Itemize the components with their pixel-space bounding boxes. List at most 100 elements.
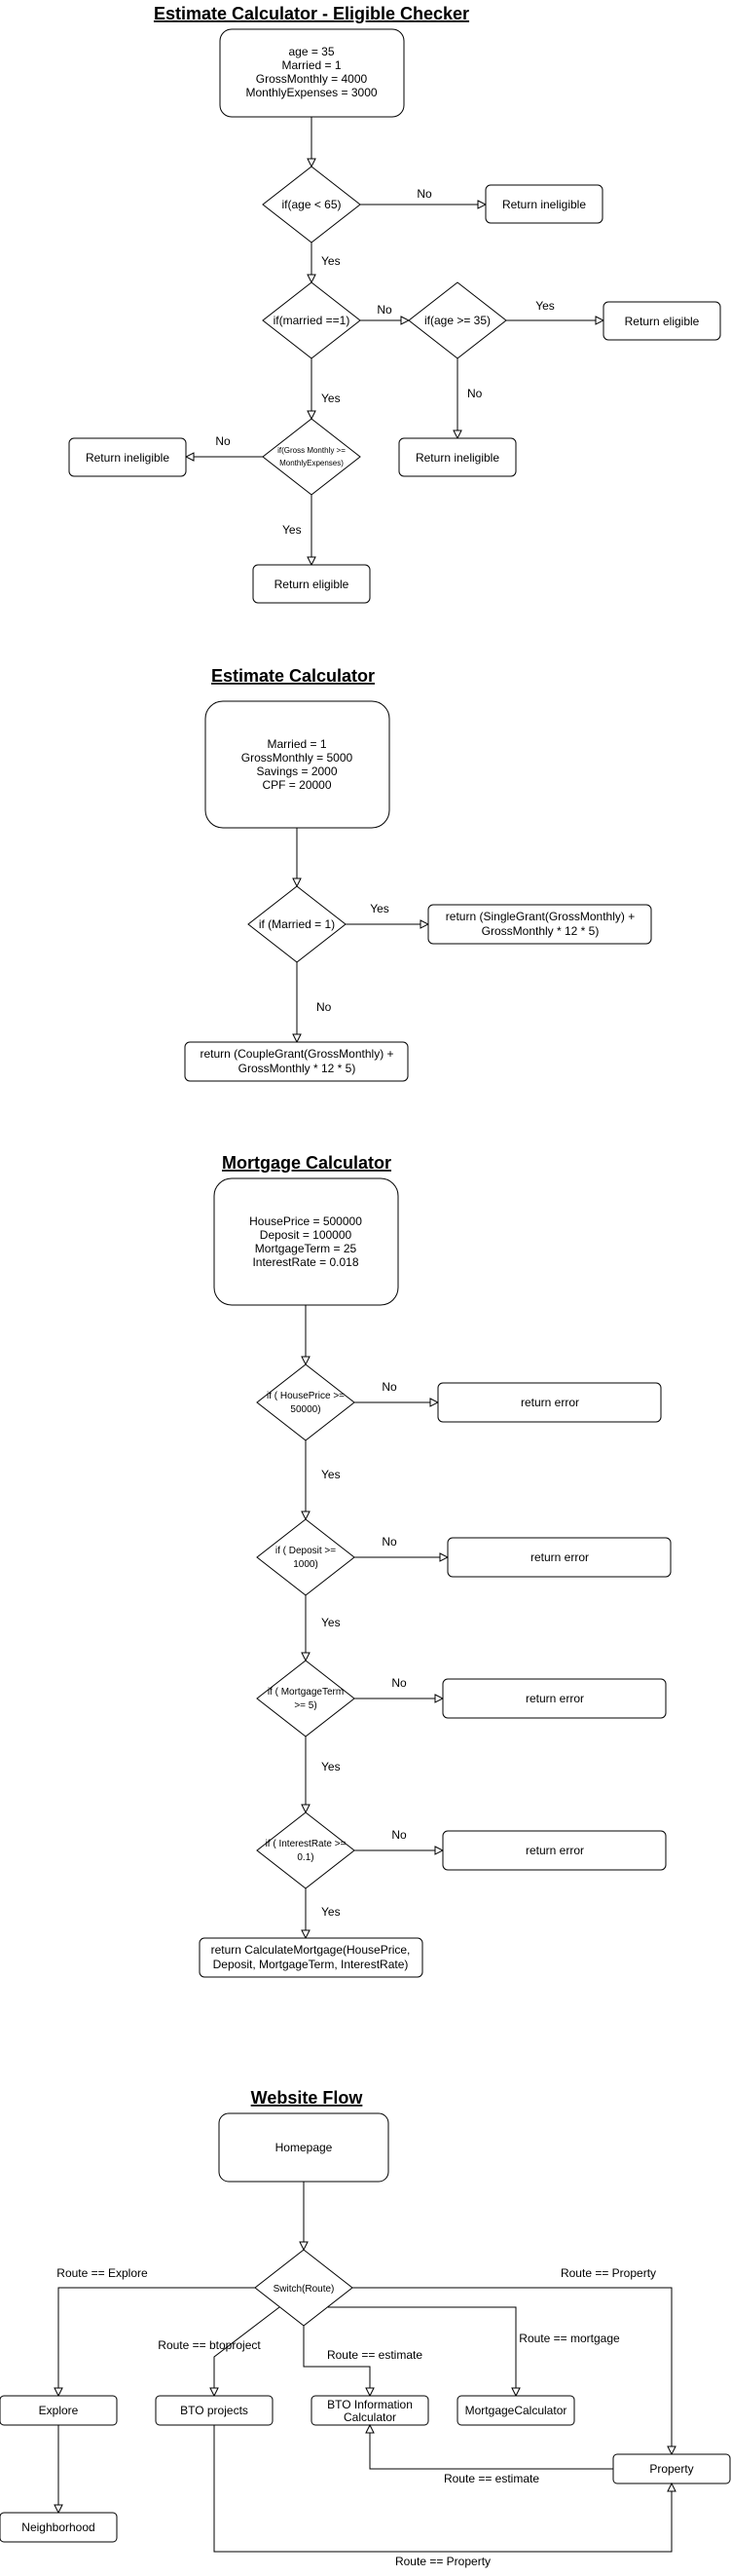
- s3-decision-deposit-label: 1000): [293, 1559, 318, 1570]
- s1-edge-label: Yes: [321, 392, 341, 405]
- s4-edge: [370, 2425, 613, 2470]
- s3-start-line: Deposit = 100000: [260, 1228, 352, 1242]
- s3-start-line: InterestRate = 0.018: [252, 1255, 358, 1269]
- s2-start-line: CPF = 20000: [262, 778, 331, 792]
- s3-start-line: MortgageTerm = 25: [255, 1242, 357, 1255]
- s1-return-eligible: [603, 301, 721, 341]
- s3-return-error: [447, 1537, 672, 1578]
- s3-return-error-label: return error: [521, 1396, 579, 1409]
- s3-edge-label: No: [382, 1380, 397, 1394]
- s1-start-line: Married = 1: [281, 58, 341, 72]
- s3-return-error: [442, 1830, 667, 1871]
- s1-start-line: GrossMonthly = 4000: [256, 72, 368, 86]
- s1-decision-gross-label: MonthlyExpenses): [279, 459, 344, 467]
- s3-edge-label: Yes: [321, 1616, 341, 1629]
- s3-decision-term-label: >= 5): [294, 1700, 316, 1711]
- s1-start-line: age = 35: [288, 45, 334, 58]
- s4-property-label: Property: [649, 2462, 693, 2476]
- s3-edge-label: No: [382, 1535, 397, 1549]
- s4-edge-label: Route == estimate: [327, 2348, 422, 2362]
- s4-bto-projects-label: BTO projects: [180, 2404, 248, 2417]
- s4-edge: [303, 2326, 370, 2396]
- s3-decision-houseprice-label: if ( HousePrice >=: [267, 1391, 345, 1401]
- s1-return-eligible-label: Return eligible: [274, 578, 349, 591]
- s2-start-line: GrossMonthly = 5000: [241, 751, 353, 765]
- s1-decision-gross-label: if(Gross Monthly >=: [277, 446, 346, 455]
- s1-edge-label: No: [377, 303, 392, 317]
- s4-bto-info-calculator-label: BTO Information: [327, 2398, 413, 2411]
- s4-edge-label: Route == estimate: [444, 2472, 539, 2485]
- s2-return-single: [427, 904, 652, 945]
- s3-return-error-label: return error: [526, 1692, 584, 1705]
- s2-start-line: Married = 1: [267, 737, 326, 751]
- s1-edge-label: Yes: [535, 299, 555, 313]
- s4-edge-label: Route == mortgage: [519, 2332, 620, 2345]
- s3-decision-term: [256, 1660, 355, 1737]
- s4-edge: [352, 2287, 672, 2454]
- s3-return-error-label: return error: [526, 1844, 584, 1857]
- s3-decision-houseprice-label: 50000): [290, 1404, 320, 1415]
- s3-decision-deposit: [256, 1518, 355, 1596]
- s4-neighborhood-node: [0, 2512, 118, 2543]
- s3-return-error-label: return error: [530, 1550, 589, 1564]
- s2-return-couple-label: return (CoupleGrant(GrossMonthly) +: [200, 1047, 393, 1061]
- s3-decision-rate: [256, 1811, 355, 1889]
- s4-edge: [213, 2425, 672, 2553]
- s3-return-error: [442, 1678, 667, 1719]
- s4-edge: [58, 2287, 255, 2396]
- s1-decision-married-label: if(married ==1): [274, 314, 350, 327]
- s2-decision-married-label: if (Married = 1): [259, 917, 335, 931]
- section1-title: Estimate Calculator - Eligible Checker: [154, 4, 469, 23]
- s3-return-calculate: [199, 1937, 423, 1978]
- s3-decision-houseprice: [256, 1363, 355, 1441]
- s1-start-line: MonthlyExpenses = 3000: [245, 86, 377, 99]
- s4-edge: [214, 2306, 280, 2396]
- s4-edge-label: Route == Property: [561, 2266, 656, 2280]
- s4-homepage-label: Homepage: [275, 2141, 333, 2154]
- s4-edge-label: Route == Explore: [56, 2266, 148, 2280]
- s3-edge-label: No: [391, 1828, 407, 1842]
- section2-title: Estimate Calculator: [211, 666, 375, 686]
- s4-switch-route-label: Switch(Route): [274, 2284, 335, 2295]
- s3-edge-label: Yes: [321, 1760, 341, 1773]
- section3-title: Mortgage Calculator: [222, 1153, 391, 1173]
- s1-decision-age35-label: if(age >= 35): [424, 314, 491, 327]
- s1-edge-label: No: [215, 434, 231, 448]
- s3-decision-deposit-label: if ( Deposit >=: [275, 1546, 336, 1556]
- s4-neighborhood-label: Neighborhood: [21, 2520, 94, 2534]
- s1-edge-label: No: [417, 187, 432, 201]
- s3-decision-rate-label: if ( InterestRate >=: [266, 1839, 347, 1849]
- s4-bto-info-calculator-label: Calculator: [344, 2410, 396, 2424]
- s3-edge-label: Yes: [321, 1468, 341, 1481]
- s1-return-eligible-label: Return eligible: [625, 315, 700, 328]
- s4-edge: [328, 2306, 516, 2396]
- section4-title: Website Flow: [251, 2088, 364, 2108]
- s2-return-couple-label: GrossMonthly * 12 * 5): [238, 1062, 356, 1075]
- s4-mortgage-calculator-node: [457, 2395, 575, 2426]
- s4-mortgage-calculator-label: MortgageCalculator: [465, 2404, 567, 2417]
- s3-decision-rate-label: 0.1): [297, 1852, 313, 1863]
- s3-edge-label: Yes: [321, 1905, 341, 1919]
- s4-edge-label: Route == btoproject: [158, 2338, 261, 2352]
- s2-return-single-label: GrossMonthly * 12 * 5): [482, 924, 600, 938]
- s1-edge-label: Yes: [282, 523, 302, 537]
- s2-edge-label: Yes: [370, 902, 389, 915]
- s3-decision-term-label: if ( MortgageTerm: [268, 1687, 344, 1698]
- s4-explore-label: Explore: [39, 2404, 79, 2417]
- s1-return-ineligible: [485, 184, 603, 224]
- s1-return-ineligible-label: Return ineligible: [416, 451, 499, 465]
- s1-decision-gross: [262, 418, 361, 496]
- s4-edge-label: Route == Property: [395, 2555, 491, 2568]
- s3-edge-label: No: [391, 1676, 407, 1690]
- s1-return-ineligible-label: Return ineligible: [86, 451, 169, 465]
- s3-return-error: [437, 1382, 662, 1423]
- s1-edge-label: No: [467, 387, 483, 400]
- s2-return-single-label: return (SingleGrant(GrossMonthly) +: [446, 910, 635, 923]
- s3-return-calculate-label: return CalculateMortgage(HousePrice,: [211, 1943, 411, 1957]
- s2-start-line: Savings = 2000: [256, 765, 337, 778]
- s3-return-calculate-label: Deposit, MortgageTerm, InterestRate): [213, 1958, 409, 1971]
- s1-edge-label: Yes: [321, 254, 341, 268]
- s1-return-eligible: [252, 564, 371, 604]
- s1-decision-age-label: if(age < 65): [281, 198, 341, 211]
